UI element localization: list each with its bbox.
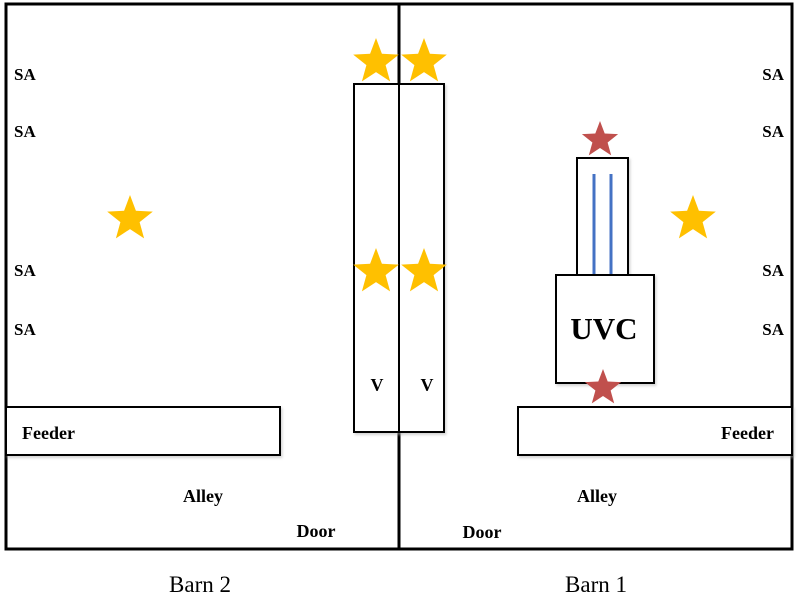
feeder-right [517, 406, 793, 456]
stall-area-label: SA [762, 65, 784, 84]
stall-area-label: SA [762, 122, 784, 141]
stall-area-label: SA [762, 261, 784, 280]
uvc-unit [555, 274, 655, 384]
door-label-right: Door [463, 522, 502, 542]
sampling-markers [107, 38, 716, 404]
ventilator-label-right: V [421, 375, 434, 395]
sampling-star-yellow [401, 248, 447, 292]
feeder-label-right: Feeder [721, 423, 774, 443]
sampling-star-red [581, 121, 619, 156]
uv-lamp-housing [576, 157, 629, 277]
sampling-star-yellow [670, 195, 716, 239]
stall-area-label: SA [14, 320, 36, 339]
sampling-star-yellow [353, 38, 399, 82]
stall-area-label: SA [14, 122, 36, 141]
sampling-star-yellow [401, 38, 447, 82]
alley-label-right: Alley [577, 486, 617, 506]
stall-area-label: SA [762, 320, 784, 339]
feeder-label-left: Feeder [22, 423, 75, 443]
door-label-left: Door [297, 521, 336, 541]
barn-1-label: Barn 1 [565, 572, 627, 597]
stall-area-label: SA [14, 65, 36, 84]
barn-2-label: Barn 2 [169, 572, 231, 597]
uvc-label: UVC [570, 311, 637, 346]
alley-label-left: Alley [183, 486, 223, 506]
stall-area-label: SA [14, 261, 36, 280]
ventilator-label-left: V [371, 375, 384, 395]
sampling-star-red [584, 369, 622, 404]
sampling-star-yellow [353, 248, 399, 292]
sampling-star-yellow [107, 195, 153, 239]
feeder-left [5, 406, 281, 456]
